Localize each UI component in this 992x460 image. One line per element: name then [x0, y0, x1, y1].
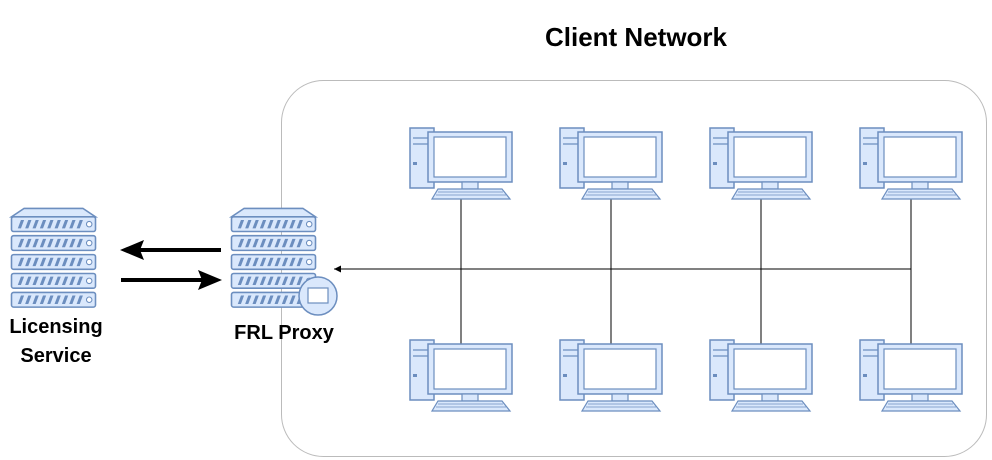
request-arrows [120, 240, 222, 290]
network-links [460, 199, 912, 344]
licensing-service-label-line1: Licensing [9, 316, 103, 338]
diagram-title: Client Network [544, 22, 728, 52]
frl-proxy-label: FRL Proxy [234, 322, 334, 344]
licensing-service-label-line2: Service [20, 345, 92, 367]
licensing-server-icon [12, 208, 96, 307]
proxy-badge-icon [298, 276, 338, 316]
